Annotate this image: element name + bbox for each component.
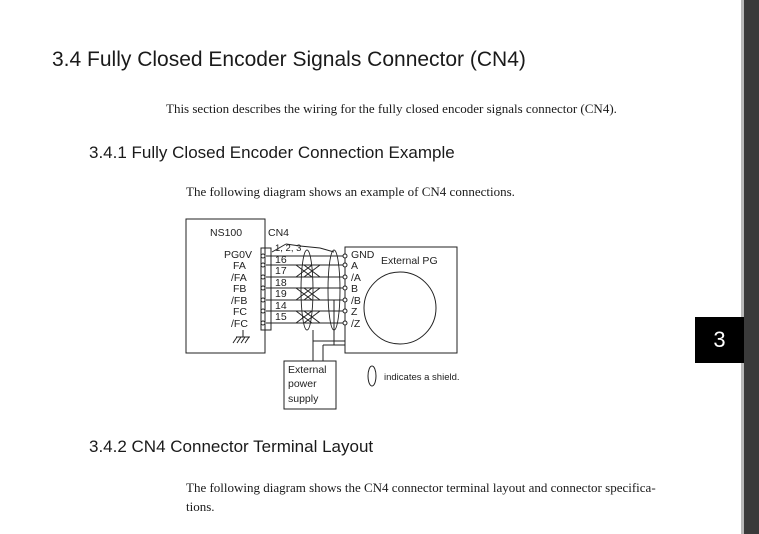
pin-number: 19 [275, 288, 287, 300]
subsection2-text: The following diagram shows the CN4 conn… [186, 480, 656, 495]
page-edge-shadow [741, 0, 744, 534]
subsection2-title: 3.4.2 CN4 Connector Terminal Layout [89, 437, 374, 456]
right-signal: /A [351, 272, 361, 284]
supply-label-line: External [288, 364, 327, 376]
right-signal: A [351, 260, 358, 272]
left-signal: FC [233, 306, 247, 318]
left-signal: /FA [231, 272, 247, 284]
left-signal: FA [233, 260, 246, 272]
supply-label-line: supply [288, 393, 319, 405]
twisted-pair-b [295, 287, 321, 301]
left-signal: /FB [231, 295, 247, 307]
ns100-box [185, 218, 266, 354]
right-signal: /Z [351, 318, 361, 330]
pin-number: 17 [275, 265, 287, 277]
right-signal: Z [351, 306, 358, 318]
legend-shield-icon [367, 365, 377, 387]
right-signal: B [351, 283, 358, 295]
section-title: 3.4 Fully Closed Encoder Signals Connect… [52, 48, 526, 71]
cn4-label: CN4 [268, 227, 289, 239]
encoder-circle [363, 271, 437, 345]
chapter-tab: 3 [695, 317, 744, 363]
external-supply-box [283, 360, 337, 410]
external-pg-label: External PG [381, 255, 438, 267]
pin-number: 16 [275, 254, 287, 266]
right-signal: GND [351, 249, 375, 261]
shield-note: indicates a shield. [384, 372, 460, 383]
pin-number: 15 [275, 311, 287, 323]
twisted-pair-c [295, 310, 321, 324]
page-edge-bar [744, 0, 759, 534]
supply-label-line: power [288, 378, 317, 390]
pin-number: 14 [275, 300, 287, 312]
shield-left [300, 249, 314, 331]
subsection1-title: 3.4.1 Fully Closed Encoder Connection Ex… [89, 143, 455, 162]
left-signal: PG0V [224, 249, 252, 261]
subsection2-text-cont: tions. [186, 499, 215, 514]
right-signal: /B [351, 295, 361, 307]
twisted-pair-a [295, 264, 321, 278]
left-signal: FB [233, 283, 246, 295]
intro-text: This section describes the wiring for th… [166, 101, 617, 116]
subsection1-text: The following diagram shows an example o… [186, 184, 515, 199]
terminal-dots [260, 253, 348, 326]
header-pins: 1, 2, 3 [275, 243, 301, 254]
pin-number: 18 [275, 277, 287, 289]
left-signal: /FC [231, 318, 248, 330]
ns100-label: NS100 [210, 227, 242, 239]
